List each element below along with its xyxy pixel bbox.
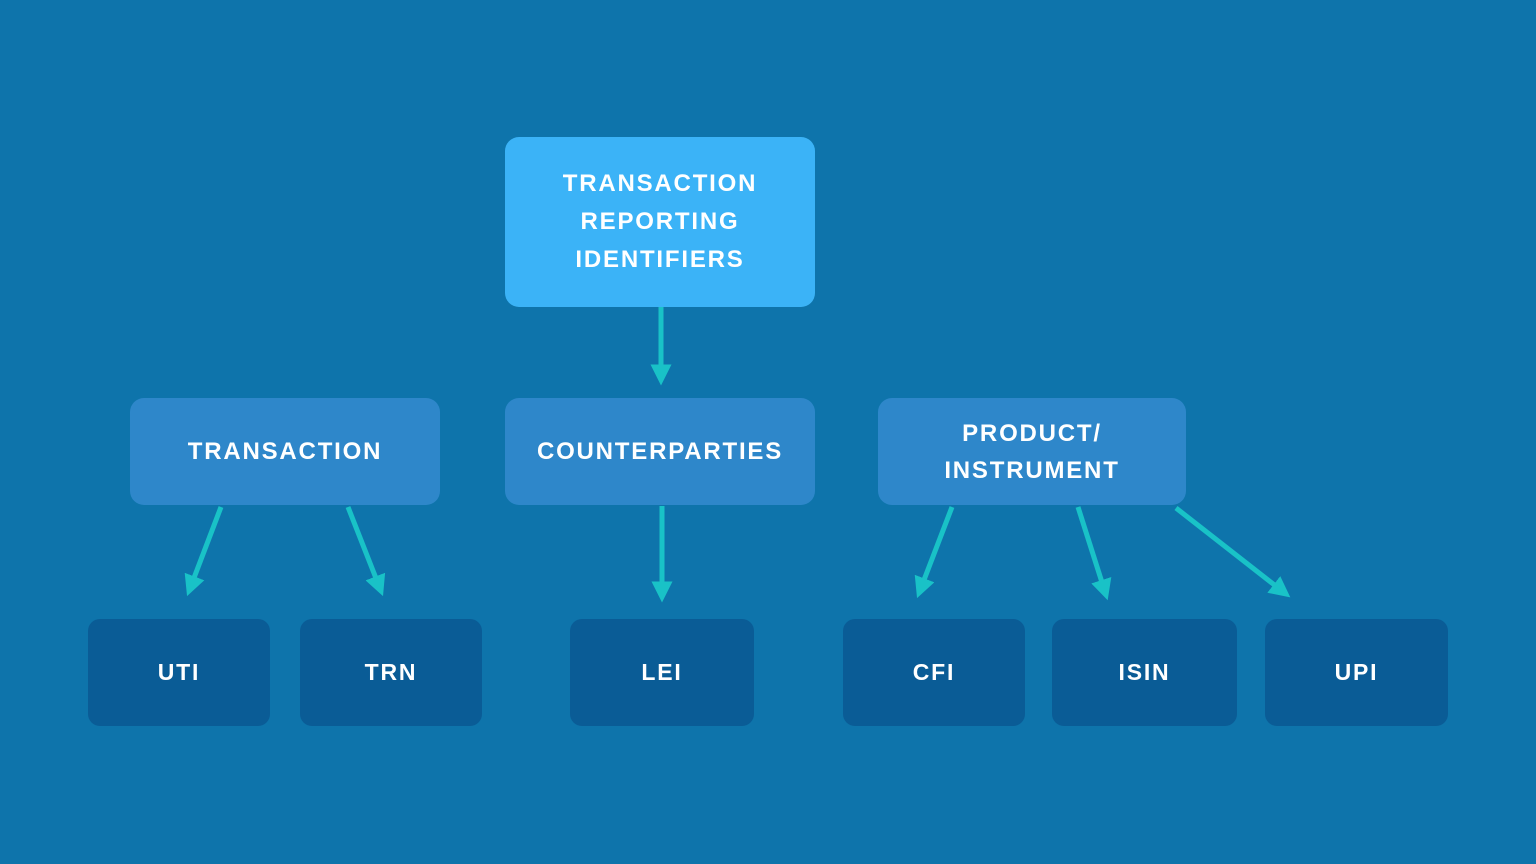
node-product-instrument: PRODUCT/ INSTRUMENT	[878, 398, 1186, 505]
edge-product-upi	[1174, 506, 1291, 598]
node-upi: UPI	[1265, 619, 1448, 726]
node-counterparties: COUNTERPARTIES	[505, 398, 815, 505]
node-isin: ISIN	[1052, 619, 1237, 726]
node-trn: TRN	[300, 619, 482, 726]
node-cfi: CFI	[843, 619, 1025, 726]
node-transaction: TRANSACTION	[130, 398, 440, 505]
edge-transaction-uti	[184, 506, 224, 597]
node-lei: LEI	[570, 619, 754, 726]
node-transaction-reporting-identifiers: TRANSACTION REPORTING IDENTIFIERS	[505, 137, 815, 307]
edge-product-cfi	[914, 506, 955, 599]
node-uti: UTI	[88, 619, 270, 726]
edge-product-isin	[1075, 506, 1112, 601]
edge-transaction-trn	[345, 506, 386, 597]
